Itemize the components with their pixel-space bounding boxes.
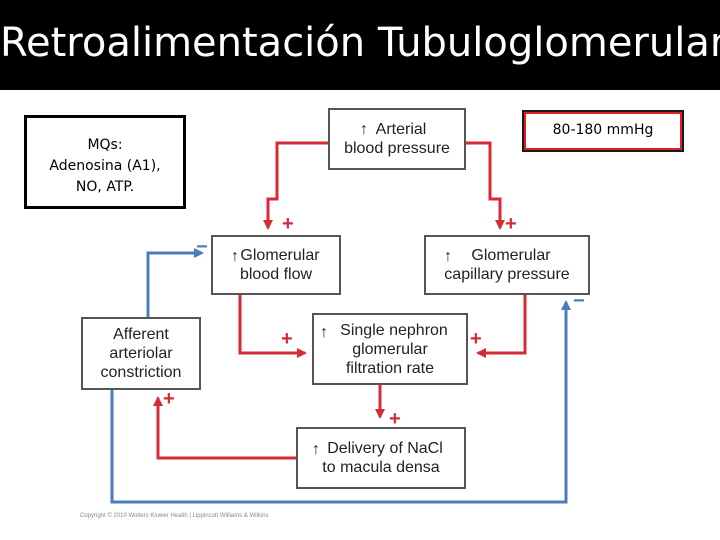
up-arrow-icon: ↑ [312, 441, 320, 458]
pressure-range-text: 80-180 mmHg [552, 122, 654, 138]
node-afferent-arteriolar-constriction: Afferent arteriolar constriction [81, 317, 201, 390]
sign-minus-2: − [573, 290, 585, 312]
node-arterial-blood-pressure: Arterial blood pressure ↑ [328, 108, 466, 170]
sign-plus-2: + [505, 213, 517, 235]
arrow-nacl-to-afferent [153, 396, 296, 460]
sign-minus-1: − [196, 236, 208, 258]
node-sngfr-label: Single nephron glomerular filtration rat… [340, 321, 448, 377]
arrow-gcp-to-sngfr [476, 295, 527, 358]
sign-plus-1: + [282, 213, 294, 235]
mqs-note-line2: Adenosina (A1), [49, 158, 161, 174]
up-arrow-icon: ↑ [320, 324, 328, 341]
node-delivery-nacl-macula-densa: Delivery of NaCl to macula densa ↑ [296, 427, 466, 489]
title-bar: Retroalimentación Tubuloglomerular [0, 0, 720, 90]
up-arrow-icon: ↑ [444, 248, 452, 265]
node-afferent-label: Afferent arteriolar constriction [100, 326, 182, 381]
mqs-note-box: MQs: Adenosina (A1), NO, ATP. [24, 115, 186, 209]
arrow-arterial-to-gbf [263, 141, 328, 230]
node-single-nephron-gfr: Single nephron glomerular filtration rat… [312, 313, 468, 385]
node-gcp-label: Glomerular capillary pressure [444, 247, 570, 283]
sign-plus-6: + [163, 388, 175, 410]
copyright-text: Copyright © 2010 Wolters Kluwer Health |… [80, 513, 269, 519]
slide-title: Retroalimentación Tubuloglomerular [0, 20, 720, 66]
arrow-arterial-to-gcp [466, 141, 505, 230]
up-arrow-icon: ↑ [360, 121, 368, 138]
arrow-afferent-to-gbf [146, 248, 204, 317]
pressure-range-box: 80-180 mmHg [522, 110, 684, 152]
node-gbf-label: Glomerular blood flow [239, 247, 320, 283]
sign-plus-3: + [281, 328, 293, 350]
mqs-note-line3: NO, ATP. [75, 179, 135, 195]
sign-plus-4: + [470, 328, 482, 350]
mqs-note-line1: MQs: [87, 137, 123, 153]
node-glomerular-blood-flow: Glomerular blood flow ↑ [211, 235, 341, 295]
arrow-gbf-to-sngfr [238, 295, 307, 358]
sign-plus-5: + [389, 408, 401, 430]
node-nacl-label: Delivery of NaCl to macula densa [322, 440, 443, 476]
up-arrow-icon: ↑ [231, 248, 239, 265]
arrow-afferent-to-gcp [110, 300, 571, 504]
node-glomerular-capillary-pressure: Glomerular capillary pressure ↑ [424, 235, 590, 295]
node-arterial-label: Arterial blood pressure [344, 121, 450, 157]
